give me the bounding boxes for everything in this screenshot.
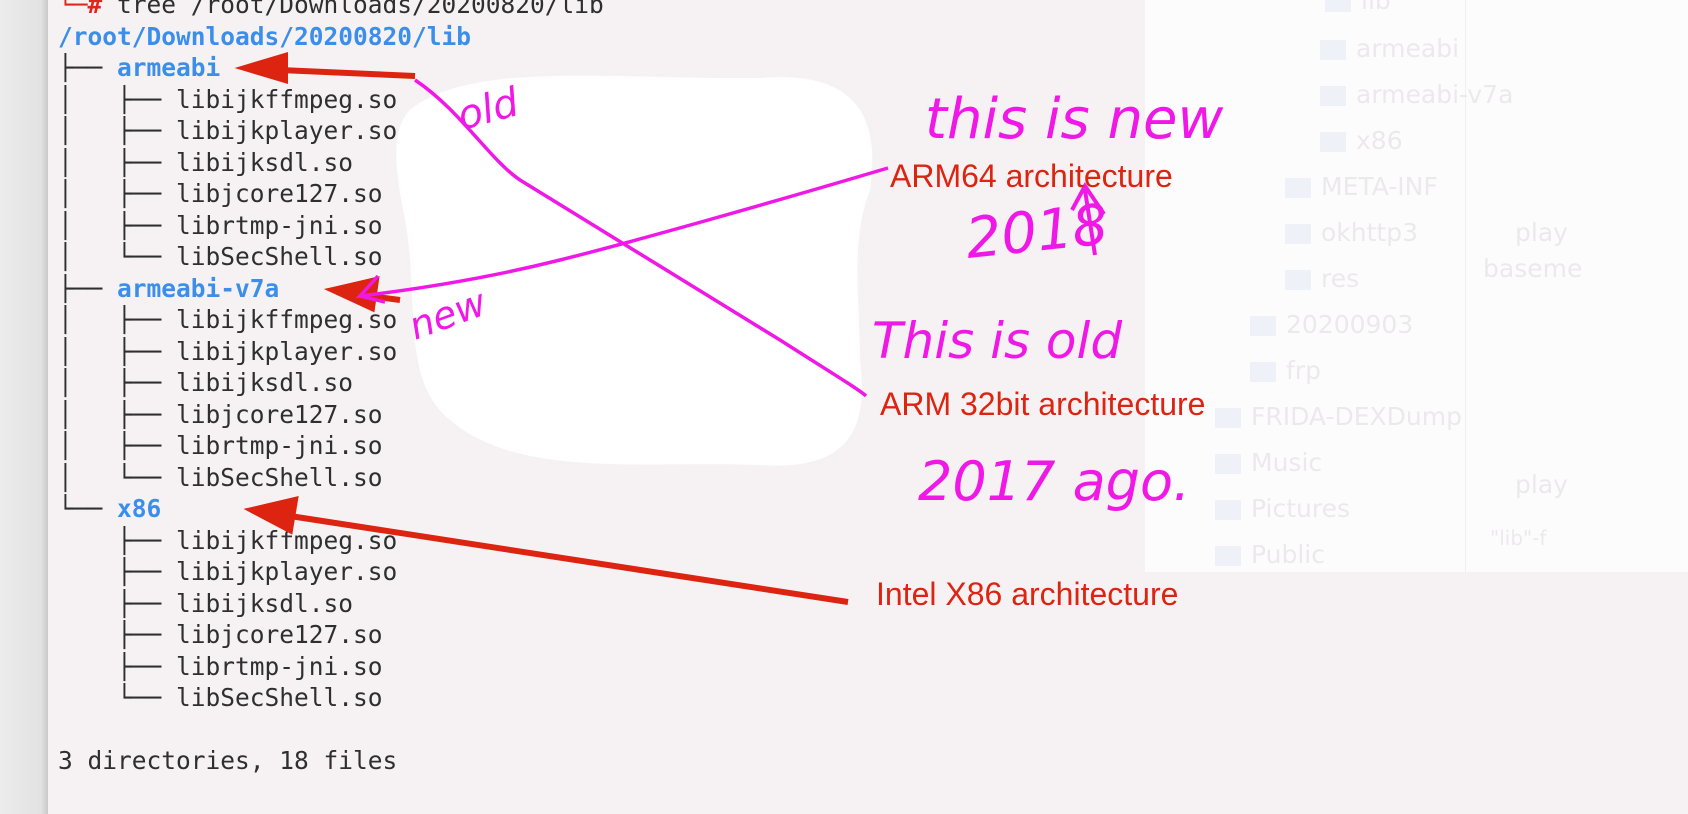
tree-file: │ ├── libijksdl.so	[58, 368, 354, 397]
label-arm32: ARM 32bit architecture	[880, 386, 1206, 422]
root-path: /root/Downloads/20200820/lib	[58, 21, 472, 51]
file-name: librtmp-jni.so	[176, 431, 383, 460]
fm-item[interactable]: x86	[1320, 126, 1403, 155]
tree-file: │ ├── librtmp-jni.so	[58, 431, 383, 460]
folder-icon	[1215, 546, 1241, 566]
fm-item[interactable]: frp	[1250, 356, 1321, 385]
prompt-symbol: └─#	[58, 0, 103, 19]
file-name: libSecShell.so	[176, 242, 383, 271]
fm-file[interactable]: play	[1515, 470, 1568, 499]
tree-file: │ ├── libijkplayer.so	[58, 336, 398, 366]
file-name: libijkplayer.so	[176, 557, 398, 586]
handwriting-2017-ago: 2017 ago.	[918, 450, 1190, 513]
tree-file: ├── libijksdl.so	[58, 588, 354, 618]
file-name: libSecShell.so	[176, 462, 383, 492]
command-line: └─# tree /root/Downloads/20200820/lib	[58, 0, 604, 21]
folder-icon	[1285, 224, 1311, 244]
file-name: libSecShell.so	[176, 683, 383, 712]
fm-file[interactable]: baseme	[1483, 254, 1583, 283]
fm-item[interactable]: Public	[1215, 540, 1325, 569]
pen-stroke-old	[414, 78, 868, 398]
whiteout-blob	[396, 75, 873, 466]
file-name: libijkplayer.so	[176, 116, 398, 145]
fm-item[interactable]: 20200903	[1250, 310, 1413, 339]
tree-file: │ └── libSecShell.so	[58, 462, 383, 492]
fm-item[interactable]: armeabi	[1320, 34, 1459, 63]
pen-arrow-up	[1070, 182, 1106, 256]
file-manager-background: lib armeabi armeabi-v7a x86 META-INF okh…	[1145, 0, 1688, 572]
fm-item[interactable]: Pictures	[1215, 494, 1350, 523]
pen-stroke-new	[355, 166, 889, 304]
handwriting-this-is-old: This is old	[872, 312, 1122, 370]
handwriting-2018: 2018	[963, 192, 1112, 272]
tree-file: ├── libjcore127.so	[58, 620, 383, 649]
fm-item[interactable]: lib	[1325, 0, 1391, 15]
command-text: tree /root/Downloads/20200820/lib	[102, 0, 604, 19]
file-name: libijkffmpeg.so	[176, 84, 398, 114]
file-name: libijksdl.so	[176, 147, 354, 177]
summary-text: 3 directories, 18 files	[58, 746, 398, 775]
label-arm64: ARM64 architecture	[890, 158, 1173, 194]
tree-root: /root/Downloads/20200820/lib	[58, 21, 471, 53]
file-name: libijkffmpeg.so	[176, 305, 398, 334]
folder-icon	[1215, 454, 1241, 474]
file-name: libjcore127.so	[176, 399, 383, 429]
tree-file: │ ├── libijkplayer.so	[58, 116, 398, 145]
fm-item[interactable]: FRIDA-DEXDump	[1215, 402, 1462, 431]
folder-icon	[1285, 270, 1311, 290]
file-name: librtmp-jni.so	[176, 651, 383, 681]
pane-divider	[1465, 0, 1466, 572]
tree-file: ├── libijkffmpeg.so	[58, 525, 398, 555]
window-shadow	[0, 0, 48, 814]
tree-directory: ├── armeabi-v7a	[58, 273, 279, 305]
folder-icon	[1320, 132, 1346, 152]
file-name: libijkplayer.so	[176, 336, 398, 366]
tree-file: │ ├── libijkffmpeg.so	[58, 84, 398, 114]
file-name: libjcore127.so	[176, 620, 383, 649]
tree-directory: ├── armeabi	[58, 52, 220, 84]
fm-item[interactable]: armeabi-v7a	[1320, 80, 1513, 109]
folder-icon	[1215, 408, 1241, 428]
file-name: libijksdl.so	[176, 588, 354, 618]
folder-icon	[1215, 500, 1241, 520]
tree-summary: 3 directories, 18 files	[58, 745, 397, 777]
tree-file: └── libSecShell.so	[58, 683, 383, 712]
folder-icon	[1250, 362, 1276, 382]
directory-name: armeabi-v7a	[117, 273, 280, 303]
directory-name: x86	[117, 494, 162, 523]
tree-file: │ ├── libijkffmpeg.so	[58, 305, 398, 334]
tree-file: │ └── libSecShell.so	[58, 242, 383, 271]
folder-icon	[1320, 86, 1346, 106]
handwriting-this-is-new: this is new	[925, 87, 1223, 152]
fm-item[interactable]: okhttp3	[1285, 218, 1418, 247]
fm-file[interactable]: play	[1515, 218, 1568, 247]
directory-name: armeabi	[117, 53, 221, 82]
folder-icon	[1320, 40, 1346, 60]
fm-item[interactable]: Music	[1215, 448, 1322, 477]
tree-branch: ├──	[58, 53, 118, 82]
file-name: libjcore127.so	[176, 179, 383, 208]
tree-file: ├── librtmp-jni.so	[58, 651, 383, 681]
tree-file: │ ├── libijksdl.so	[58, 147, 354, 177]
tree-branch: ├──	[58, 273, 118, 303]
tree-file: ├── libijkplayer.so	[58, 557, 398, 586]
red-arrow	[234, 51, 416, 85]
tree-file: │ ├── librtmp-jni.so	[58, 210, 383, 240]
red-arrow	[243, 496, 849, 605]
file-name: librtmp-jni.so	[176, 210, 383, 240]
label-x86: Intel X86 architecture	[876, 576, 1179, 612]
fm-item[interactable]: META-INF	[1285, 172, 1438, 201]
folder-icon	[1285, 178, 1311, 198]
fm-file[interactable]: "lib"-f	[1490, 526, 1547, 550]
tree-branch: └──	[58, 494, 118, 523]
folder-icon	[1250, 316, 1276, 336]
tree-directory: └── x86	[58, 493, 161, 525]
folder-icon	[1325, 0, 1351, 12]
file-name: libijksdl.so	[176, 368, 354, 397]
tree-file: │ ├── libjcore127.so	[58, 179, 383, 208]
fm-item[interactable]: res	[1285, 264, 1359, 293]
tree-file: │ ├── libjcore127.so	[58, 399, 383, 429]
